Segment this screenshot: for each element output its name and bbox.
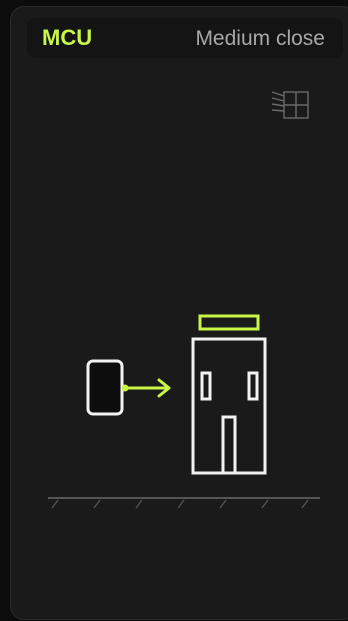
shot-diagram: [40, 300, 330, 520]
shot-name: Medium close: [195, 26, 325, 52]
shot-header: MCU Medium close: [27, 18, 343, 58]
subject-figure-icon: [193, 339, 265, 473]
arrow-right-icon: [123, 380, 169, 396]
grid-icon[interactable]: [268, 88, 312, 122]
ground-line-icon: [48, 498, 320, 508]
shot-code: MCU: [42, 25, 92, 51]
camera-icon: [88, 361, 122, 414]
headroom-frame-icon: [200, 316, 258, 329]
